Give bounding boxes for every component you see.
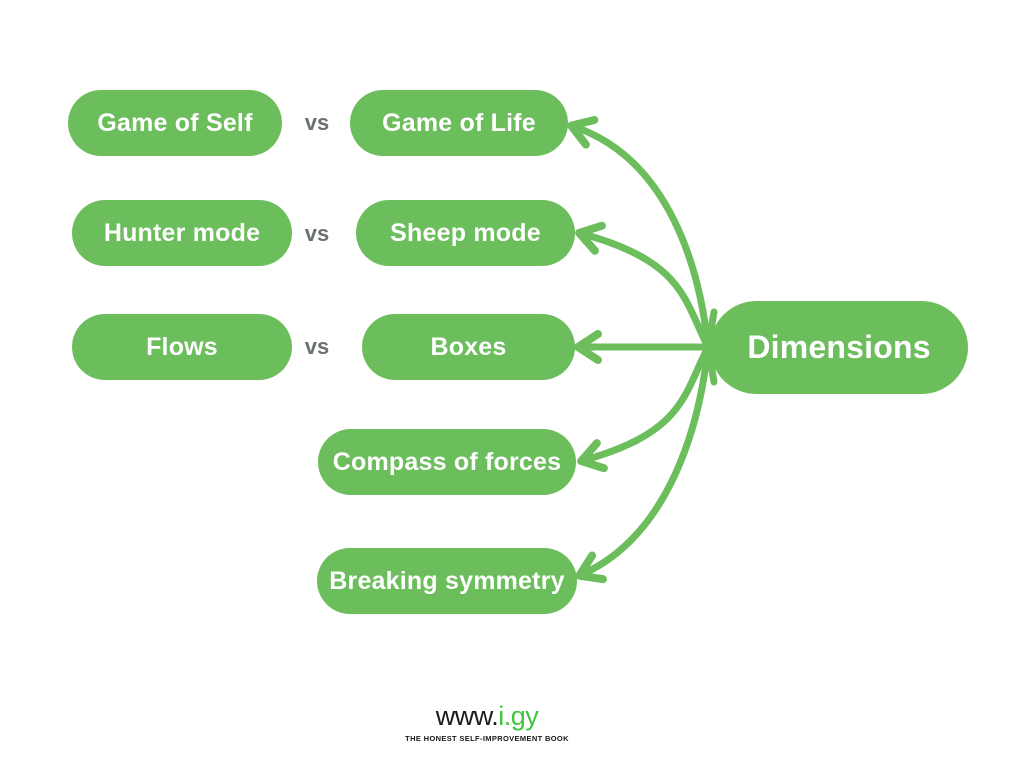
vs-label-row2: vs xyxy=(304,221,330,246)
site-logo-tagline: THE HONEST SELF-IMPROVEMENT BOOK xyxy=(405,733,569,743)
node-dimensions: Dimensions xyxy=(710,301,968,394)
site-logo: www.i.gy THE HONEST SELF-IMPROVEMENT BOO… xyxy=(377,701,597,743)
node-sheep-mode: Sheep mode xyxy=(356,200,575,266)
node-game-of-self: Game of Self xyxy=(68,90,282,156)
vs-label-row1: vs xyxy=(304,110,330,135)
node-compass-of-forces: Compass of forces xyxy=(318,429,576,495)
arrow-dimensions-to-breaking-symmetry xyxy=(575,308,718,584)
vs-label-row3: vs xyxy=(304,334,330,359)
node-flows: Flows xyxy=(72,314,292,380)
node-breaking-symmetry: Breaking symmetry xyxy=(317,548,577,614)
site-logo-text: www.i.gy xyxy=(377,701,597,732)
node-game-of-life: Game of Life xyxy=(350,90,568,156)
node-hunter-mode: Hunter mode xyxy=(72,200,292,266)
arrow-dimensions-to-game-of-life xyxy=(567,115,718,386)
node-boxes: Boxes xyxy=(362,314,575,380)
site-logo-prefix: www. xyxy=(435,701,499,731)
arrow-dimensions-to-sheep-mode xyxy=(575,221,731,379)
site-logo-suffix: i.gy xyxy=(498,701,539,731)
